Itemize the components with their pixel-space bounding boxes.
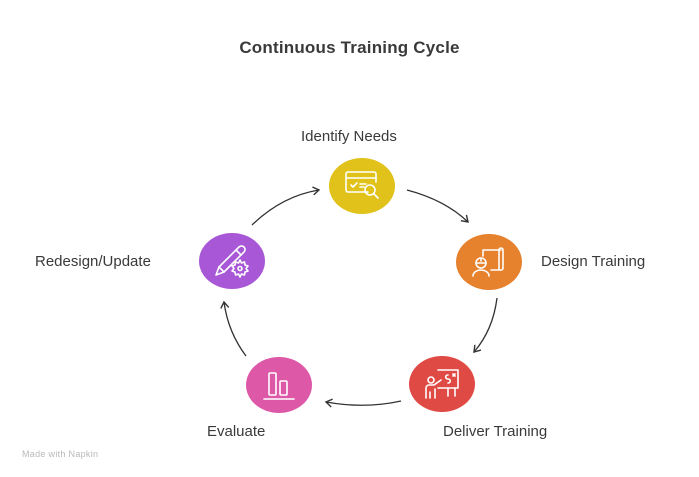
diagram-title: Continuous Training Cycle (239, 38, 460, 57)
arrow-design-to-deliver (473, 297, 498, 353)
presenter-board-icon (425, 369, 459, 399)
pencil-gear-icon (215, 245, 249, 278)
needs-analysis-icon (345, 171, 379, 199)
arrow-evaluate-to-redesign (220, 300, 247, 357)
arrow-deliver-to-evaluate (324, 398, 402, 408)
step-label-redesign-update: Redesign/Update (35, 253, 151, 270)
step-label-identify-needs: Identify Needs (301, 128, 397, 145)
made-with-watermark: Made with Napkin (22, 449, 99, 459)
bar-chart-icon (263, 372, 295, 400)
step-node-evaluate[interactable] (246, 357, 312, 413)
arrow-identify-to-design (406, 189, 469, 223)
step-node-redesign-update[interactable] (199, 233, 265, 289)
step-label-evaluate: Evaluate (207, 423, 266, 440)
blueprint-engineer-icon (472, 247, 504, 277)
step-node-design-training[interactable] (456, 234, 522, 290)
arrow-redesign-to-identify (251, 186, 321, 226)
step-node-deliver-training[interactable] (409, 356, 475, 412)
step-label-design-training: Design Training (541, 253, 646, 270)
step-label-deliver-training: Deliver Training (443, 423, 548, 440)
step-node-identify-needs[interactable] (329, 158, 395, 214)
